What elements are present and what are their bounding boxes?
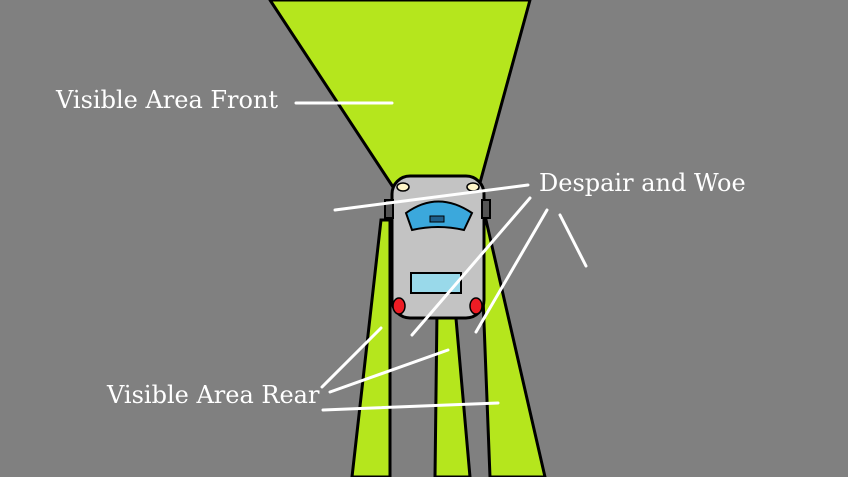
pointer-despair-3 [474,208,549,334]
label-visible-area-rear: Visible Area Rear [107,381,320,409]
pointer-rear-2 [328,348,450,394]
pointer-despair-1 [333,183,530,212]
mirror-left [384,199,394,219]
tail-light-right [469,297,483,315]
visible-area-rear-left [350,218,392,477]
rearview-mirror [429,215,445,223]
label-visible-area-front: Visible Area Front [56,86,279,114]
tail-light-left [392,297,406,315]
pointer-rear-3 [321,401,500,412]
headlight-left [396,182,410,192]
annotation-lines [294,101,588,412]
mirror-right [481,199,491,219]
label-despair-and-woe: Despair and Woe [539,169,746,197]
pointer-despair-4 [558,213,588,268]
headlight-right [466,182,480,192]
car [384,174,491,320]
pointer-rear-1 [320,326,383,389]
rear-window [410,272,462,294]
pointer-despair-2 [410,196,532,337]
